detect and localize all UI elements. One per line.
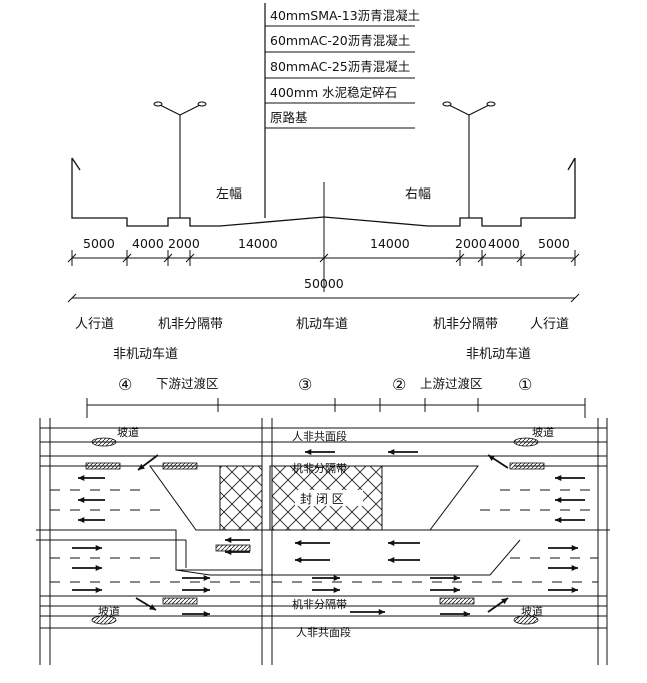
traffic-arrow: [72, 586, 102, 594]
dim-nonmotor-left: 4000: [132, 236, 164, 251]
traffic-arrow: [305, 448, 335, 456]
traffic-arrow: [440, 610, 470, 618]
traffic-arrow: [487, 597, 509, 613]
traffic-arrow: [555, 516, 585, 524]
traffic-arrow: [72, 564, 102, 572]
lane-dashes: [50, 489, 598, 583]
traffic-arrow: [295, 556, 330, 564]
closed-zone-label-bg: [295, 490, 363, 506]
layer-3-label: 80mmAC-25沥青混凝土: [270, 59, 410, 74]
traffic-arrow: [350, 608, 385, 616]
curb-median: [215, 544, 251, 552]
traffic-arrow: [182, 610, 210, 618]
right-carriageway-label: 右幅: [405, 187, 431, 202]
traffic-arrow: [388, 539, 420, 547]
traffic-arrow: [135, 597, 157, 611]
traffic-arrow: [548, 586, 578, 594]
ramps: [85, 437, 545, 625]
staging-header: [86, 398, 586, 418]
zone-4-marker: ④: [118, 375, 132, 394]
layer-4-label: 400mm 水泥稳定碎石: [270, 85, 397, 100]
ramp-top-left-label: 坡道: [117, 425, 139, 439]
traffic-arrow: [72, 544, 102, 552]
downstream-transition-label: 下游过渡区: [156, 376, 219, 391]
ramp-top-right-label: 坡道: [532, 425, 554, 439]
divider-top-label: 机非分隔带: [292, 461, 347, 475]
zone-labels: 人行道 机非分隔带 机动车道 机非分隔带 人行道 非机动车道 非机动车道: [75, 316, 569, 362]
traffic-arrow: [312, 574, 340, 582]
curb-top-mid: [162, 462, 198, 470]
traffic-arrow: [182, 586, 210, 594]
dim-sidewalk-right: 5000: [538, 236, 570, 251]
zone-2-marker: ②: [392, 375, 406, 394]
traffic-arrow: [78, 516, 105, 524]
curb-top-right: [509, 462, 545, 470]
upstream-transition-label: 上游过渡区: [420, 376, 483, 391]
dim-sidewalk-left: 5000: [83, 236, 115, 251]
closed-zone-label: 封 闭 区: [300, 492, 344, 506]
dimension-lines: [67, 250, 580, 303]
zone-sidewalk-right: 人行道: [530, 317, 569, 332]
traffic-arrow: [182, 574, 210, 582]
traffic-arrow: [295, 539, 330, 547]
zone-nonmotor-left: 非机动车道: [113, 346, 178, 362]
traffic-arrow: [78, 496, 105, 504]
dim-motor-right: 14000: [370, 236, 410, 251]
zone-motorway: 机动车道: [296, 316, 348, 332]
traffic-arrow: [555, 474, 585, 482]
dim-nonmotor-right: 4000: [488, 236, 520, 251]
traffic-arrow: [430, 574, 460, 582]
layer-2-label: 60mmAC-20沥青混凝土: [270, 33, 410, 48]
traffic-arrow: [137, 454, 159, 471]
zone-sidewalk-left: 人行道: [75, 317, 114, 332]
dim-divider-left: 2000: [168, 236, 200, 251]
layer-1-label: 40mmSMA-13沥青混凝土: [270, 8, 420, 23]
total-dimension-tick: [570, 293, 580, 303]
traffic-arrow: [555, 496, 585, 504]
left-carriageway-label: 左幅: [216, 187, 242, 202]
ramp-bottom-right-label: 坡道: [521, 604, 543, 618]
zone-3-marker: ③: [298, 375, 312, 394]
zone-1-marker: ①: [518, 375, 532, 394]
shared-top-label: 人非共面段: [292, 429, 347, 443]
traffic-arrow: [548, 544, 578, 552]
divider-bottom-label: 机非分隔带: [292, 597, 347, 611]
pavement-layer-table: 40mmSMA-13沥青混凝土 60mmAC-20沥青混凝土 80mmAC-25…: [264, 3, 420, 218]
ramp-bottom-left-label: 坡道: [98, 604, 120, 618]
shared-bottom-label: 人非共面段: [296, 625, 351, 639]
traffic-arrow: [225, 548, 250, 556]
ramp-top-right-shape: [513, 437, 539, 447]
ramp-bottom-right-shape: [513, 615, 539, 625]
curb-top-left: [85, 462, 121, 470]
cross-section-profile: [71, 157, 576, 292]
ramp-bottom-left-shape: [91, 615, 117, 625]
traffic-arrows: [72, 448, 585, 618]
dimension-labels: 5000 4000 2000 14000 14000 2000 4000 500…: [83, 236, 570, 291]
curb-bottom-mid: [162, 597, 198, 605]
traffic-arrow: [388, 448, 418, 456]
traffic-arrow: [388, 556, 420, 564]
traffic-arrow: [78, 474, 105, 482]
traffic-arrow: [487, 454, 509, 469]
dim-motor-left: 14000: [238, 236, 278, 251]
traffic-arrow: [430, 586, 460, 594]
traffic-arrow: [225, 536, 250, 544]
curb-bottom-right: [439, 597, 475, 605]
traffic-arrow: [548, 564, 578, 572]
zone-divider-left: 机非分隔带: [158, 317, 223, 332]
staging-labels: ④ 下游过渡区 ③ ② 上游过渡区 ①: [118, 375, 532, 394]
street-lamp-right: [442, 101, 496, 218]
layer-5-label: 原路基: [270, 110, 308, 125]
zone-divider-right: 机非分隔带: [433, 317, 498, 332]
street-lamp-left: [153, 101, 207, 218]
total-dimension-tick: [67, 293, 77, 303]
dim-total: 50000: [304, 276, 344, 291]
traffic-arrow: [312, 586, 340, 594]
closed-zone-hatch-left: [219, 465, 263, 531]
ramp-top-left-shape: [91, 437, 117, 447]
zone-nonmotor-right: 非机动车道: [466, 346, 531, 362]
dim-divider-right: 2000: [455, 236, 487, 251]
